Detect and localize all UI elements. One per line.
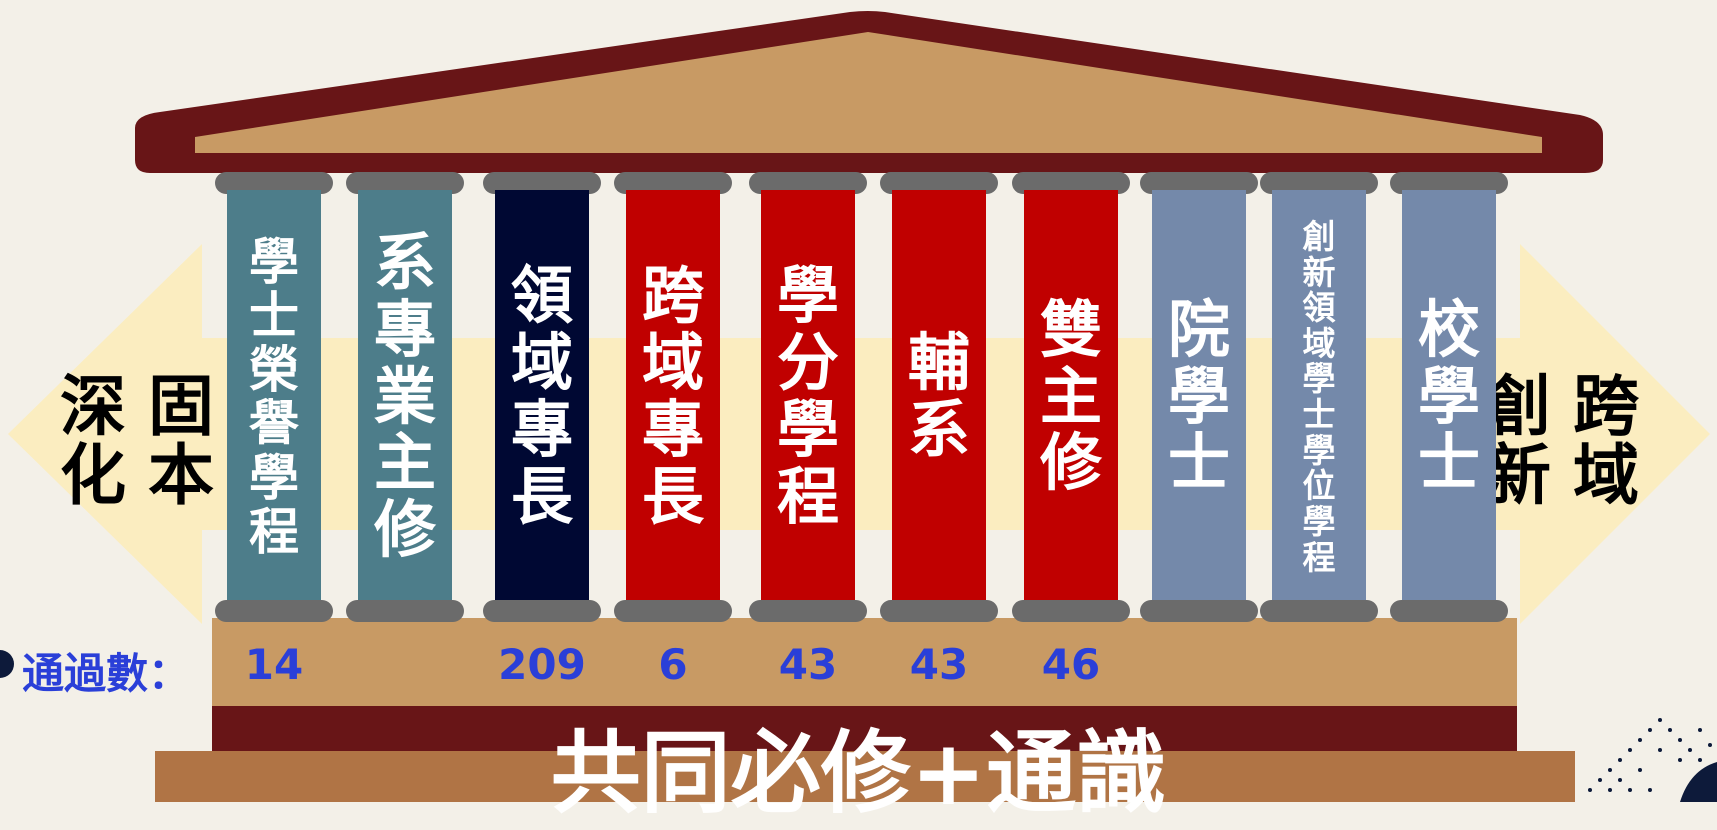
pillar-label: 學士榮譽學程 xyxy=(249,233,299,561)
pillar-label: 跨域專長 xyxy=(642,259,705,533)
left-arrow xyxy=(8,244,202,624)
pillar: 系專業主修 xyxy=(346,172,464,622)
pillar-label: 雙主修 xyxy=(1040,292,1103,500)
pillar-base xyxy=(346,600,464,622)
pillar: 學士榮譽學程 xyxy=(215,172,333,622)
left-arrow-label-1: 深化 xyxy=(60,372,126,511)
pillar: 校學士 xyxy=(1390,172,1508,622)
pillar: 雙主修 xyxy=(1012,172,1130,622)
pillar-shaft: 跨域專長 xyxy=(626,190,720,604)
pillar-capital xyxy=(749,172,867,194)
pillar-count: 43 xyxy=(778,640,838,689)
count-label: 通過數： xyxy=(22,649,191,698)
pillar: 領域專長 xyxy=(483,172,601,622)
pillar-label: 輔系 xyxy=(908,326,971,466)
left-arrow-text-foundation: 固本 xyxy=(148,368,214,515)
pillar-base xyxy=(1390,600,1508,622)
pillar-capital xyxy=(614,172,732,194)
pillar-base xyxy=(1260,600,1378,622)
pillar: 學分學程 xyxy=(749,172,867,622)
pillar-shaft: 院學士 xyxy=(1152,190,1246,604)
base-bottom xyxy=(155,751,1575,802)
pillar-base xyxy=(483,600,601,622)
platform xyxy=(212,618,1517,708)
right-arrow-text-innovate: 創新 xyxy=(1485,368,1551,515)
pillar-capital xyxy=(346,172,464,194)
right-arrow-label-1: 創新 xyxy=(1485,372,1551,511)
pillar-count: 43 xyxy=(909,640,969,689)
pillar-base xyxy=(749,600,867,622)
right-arrow-text-cross: 跨域 xyxy=(1573,368,1639,515)
pillar-base xyxy=(215,600,333,622)
pillar-label: 校學士 xyxy=(1418,292,1481,500)
pillar-label: 系專業主修 xyxy=(374,225,437,567)
pillar-shaft: 校學士 xyxy=(1402,190,1496,604)
base-dark-band xyxy=(212,706,1517,754)
pillar-capital xyxy=(1390,172,1508,194)
pillar-shaft: 輔系 xyxy=(892,190,986,604)
pillar-base xyxy=(614,600,732,622)
pillar: 院學士 xyxy=(1140,172,1258,622)
left-arrow-label-2: 固本 xyxy=(148,372,214,511)
pillar-capital xyxy=(1140,172,1258,194)
right-arrow-label-2: 跨域 xyxy=(1573,372,1639,511)
roof-pediment xyxy=(195,32,1542,153)
pillar-shaft: 學士榮譽學程 xyxy=(227,190,321,604)
pillar-shaft: 領域專長 xyxy=(495,190,589,604)
pillar-count: 46 xyxy=(1041,640,1101,689)
pillar-label: 領域專長 xyxy=(511,259,574,533)
pillar-shaft: 雙主修 xyxy=(1024,190,1118,604)
foundation-label: 共同必修+通識 xyxy=(550,721,1167,826)
pillar-base xyxy=(1012,600,1130,622)
pillar-label: 學分學程 xyxy=(777,259,840,533)
corner-shape xyxy=(1680,762,1717,802)
pillar-shaft: 學分學程 xyxy=(761,190,855,604)
pillar-label: 院學士 xyxy=(1168,292,1231,500)
pillar-label: 創新領域學士學位學程 xyxy=(1302,216,1336,577)
pillar: 輔系 xyxy=(880,172,998,622)
pillar-count: 6 xyxy=(658,640,688,689)
pillar-shaft: 系專業主修 xyxy=(358,190,452,604)
left-arrow-text-deepen: 深化 xyxy=(60,368,126,515)
pillar-capital xyxy=(1012,172,1130,194)
pillar-capital xyxy=(1260,172,1378,194)
pillar: 創新領域學士學位學程 xyxy=(1260,172,1378,622)
pillar-count: 209 xyxy=(498,640,586,689)
pillar-capital xyxy=(483,172,601,194)
left-dot-decoration xyxy=(0,650,14,678)
pillar-count: 14 xyxy=(244,640,304,689)
pillar-base xyxy=(1140,600,1258,622)
pillar-shaft: 創新領域學士學位學程 xyxy=(1272,190,1366,604)
pillar-capital xyxy=(215,172,333,194)
pillar: 跨域專長 xyxy=(614,172,732,622)
dots-decoration xyxy=(1588,718,1712,792)
right-arrow xyxy=(1520,244,1710,624)
pillar-base xyxy=(880,600,998,622)
pillar-capital xyxy=(880,172,998,194)
